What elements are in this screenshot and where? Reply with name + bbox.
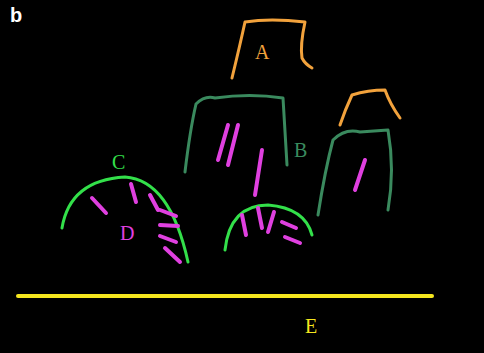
outline-a-right [340, 90, 400, 125]
stroke [285, 237, 300, 243]
stroke [228, 125, 238, 165]
arc-c-left [62, 177, 188, 262]
outline-b-right [318, 130, 392, 215]
arc-c-middle [225, 205, 312, 250]
stroke [160, 225, 178, 226]
part-label: E [305, 316, 317, 336]
stroke [165, 248, 180, 262]
stroke [150, 195, 158, 210]
stroke [218, 125, 228, 160]
baseline-e [18, 294, 432, 298]
outline-b [185, 96, 287, 173]
magenta-strokes [92, 125, 365, 262]
stroke [268, 212, 274, 232]
stroke [160, 210, 176, 216]
stroke [92, 198, 106, 213]
outline-a [232, 20, 312, 78]
part-label: A [255, 42, 269, 62]
stroke [255, 150, 262, 195]
light-green-arc [62, 177, 312, 262]
stroke [160, 236, 176, 242]
stroke [258, 208, 262, 228]
stroke [282, 222, 296, 228]
part-label: B [294, 140, 307, 160]
stroke [355, 160, 365, 190]
panel-letter: b [10, 5, 22, 25]
part-label: C [112, 152, 125, 172]
dark-green-outline [185, 96, 392, 216]
part-label: D [120, 223, 134, 243]
orange-outline [232, 20, 400, 125]
stroke [242, 215, 246, 235]
stroke [131, 184, 136, 202]
